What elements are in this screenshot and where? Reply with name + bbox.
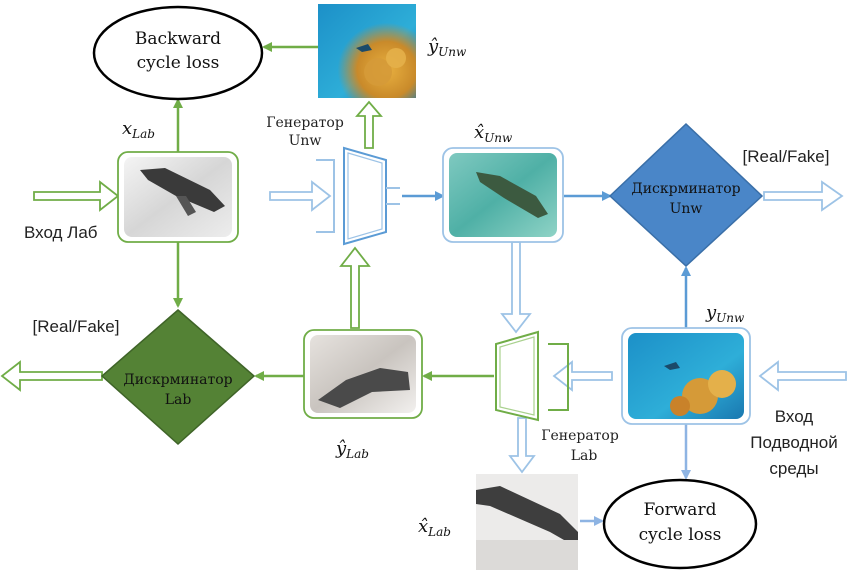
input-lab-arrow <box>33 180 120 212</box>
label-y-unw: yUnw <box>705 302 745 325</box>
image-x-hat-unw <box>442 147 564 243</box>
input-underwater-label-2: Подводной <box>750 433 837 452</box>
backward-cycle-loss: Backward cycle loss <box>92 5 264 101</box>
discriminator-lab-output: [Real/Fake] <box>33 317 120 336</box>
generator-unw-label-1: Генератор <box>266 115 344 131</box>
generator-lab: Генератор Lab <box>495 330 619 464</box>
input-underwater-label-1: Вход <box>775 407 814 426</box>
disc-unw-out-arrow <box>763 180 844 212</box>
generator-unw: Генератор Unw <box>266 115 400 246</box>
backward-loss-line1: Backward <box>135 29 221 49</box>
input-underwater-arrow <box>758 360 847 392</box>
label-y-hat-unw: ŷUnw <box>427 36 467 59</box>
input-lab-label: Вход Лаб <box>24 223 98 242</box>
generator-lab-label-1: Генератор <box>541 428 619 444</box>
image-y-hat-lab <box>303 329 423 419</box>
image-labels: xLab ŷUnw x̂Unw yUnw ŷLab x̂Lab <box>122 36 745 539</box>
gen-lab-left-arrow <box>552 360 613 392</box>
discriminator-unw-output: [Real/Fake] <box>743 147 830 166</box>
label-x-hat-lab: x̂Lab <box>418 516 451 539</box>
label-y-hat-lab: ŷLab <box>335 438 369 461</box>
forward-loss-line2: cycle loss <box>639 525 722 545</box>
discriminator-unw: Дискрминатор Unw [Real/Fake] <box>608 122 830 268</box>
gen-unw-up-arrow <box>339 246 371 329</box>
backward-loss-line2: cycle loss <box>137 53 220 73</box>
image-y-hat-unw <box>318 4 416 98</box>
discriminator-lab-label-2: Lab <box>165 392 192 408</box>
discriminator-lab: Дискрминатор Lab [Real/Fake] <box>33 309 256 446</box>
gen-lab-down-arrow <box>500 241 532 334</box>
gen-lab-bottom-arrow <box>508 417 536 474</box>
input-underwater-label-3: среды <box>769 459 818 478</box>
gen-unw-left-arrow <box>269 180 332 212</box>
generator-lab-label-2: Lab <box>571 448 598 464</box>
generator-unw-label-2: Unw <box>289 133 322 149</box>
forward-cycle-loss: Forward cycle loss <box>602 478 758 570</box>
input-labels: Вход Лаб Вход Подводной среды <box>24 223 838 478</box>
image-y-unw <box>621 327 751 425</box>
discriminator-unw-label-2: Unw <box>670 201 703 217</box>
label-x-hat-unw: x̂Unw <box>474 122 513 145</box>
label-x-lab: xLab <box>122 118 155 141</box>
discriminator-lab-label-1: Дискрминатор <box>123 372 232 388</box>
image-x-hat-lab <box>476 474 578 570</box>
forward-loss-line1: Forward <box>644 500 717 520</box>
disc-lab-out-arrow <box>0 360 103 392</box>
discriminator-unw-label-1: Дискрминатор <box>631 181 740 197</box>
image-x-lab <box>117 151 239 243</box>
gen-unw-top-arrow <box>355 100 383 149</box>
connectors <box>173 42 691 526</box>
